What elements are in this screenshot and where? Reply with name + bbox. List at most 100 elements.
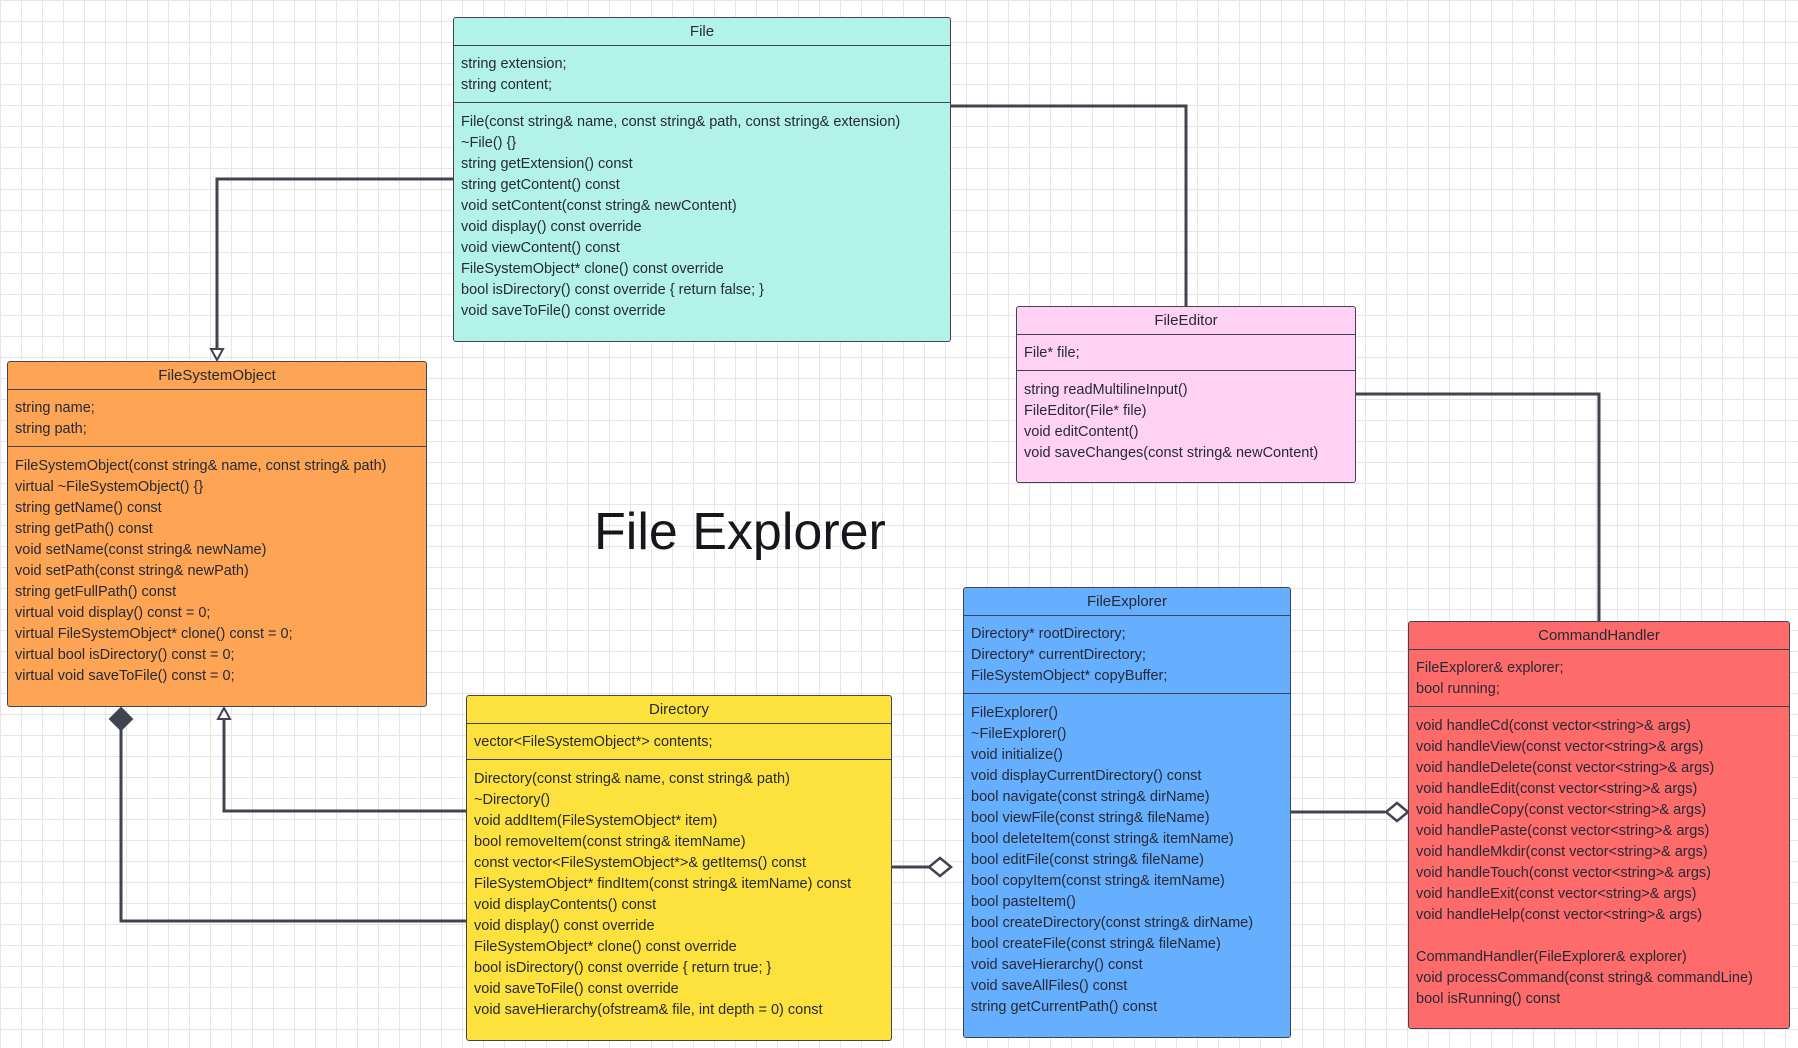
method: string getPath() const xyxy=(15,521,153,537)
hollow-arrowhead xyxy=(209,348,225,363)
method: bool createDirectory(const string& dirNa… xyxy=(971,915,1254,931)
method: void saveToFile() const override xyxy=(474,981,679,997)
class-fileeditor[interactable]: FileEditor File* file; string readMultil… xyxy=(1016,306,1356,483)
class-fileexplorer[interactable]: FileExplorer Directory* rootDirectory; D… xyxy=(963,587,1291,1038)
attribute: string name; xyxy=(15,400,95,416)
method: void handleView(const vector<string>& ar… xyxy=(1416,739,1704,755)
method: void display() const override xyxy=(461,219,642,235)
class-commandhandler[interactable]: CommandHandler FileExplorer& explorer; b… xyxy=(1408,621,1790,1029)
class-filesystemobject[interactable]: FileSystemObject string name; string pat… xyxy=(7,361,427,707)
edge-commandhandler-fileeditor-association xyxy=(1355,392,1601,621)
edge-directory-filesystemobject-composition xyxy=(119,729,466,923)
method: void setPath(const string& newPath) xyxy=(15,563,249,579)
edge-directory-filesystemobject-inheritance xyxy=(222,717,466,813)
method: FileSystemObject* clone() const override xyxy=(461,261,724,277)
class-file[interactable]: File string extension; string content; F… xyxy=(453,17,951,342)
method: bool pasteItem() xyxy=(971,894,1076,910)
class-name: File xyxy=(454,18,950,46)
attribute: string extension; xyxy=(461,56,567,72)
edge-file-filesystemobject-inheritance xyxy=(215,177,453,352)
class-name: Directory xyxy=(467,696,891,724)
method: void addItem(FileSystemObject* item) xyxy=(474,813,718,829)
method: FileEditor(File* file) xyxy=(1024,403,1147,419)
attribute: FileSystemObject* copyBuffer; xyxy=(971,668,1168,684)
method: void handleEdit(const vector<string>& ar… xyxy=(1416,781,1698,797)
method: void displayCurrentDirectory() const xyxy=(971,768,1202,784)
method: CommandHandler(FileExplorer& explorer) xyxy=(1416,949,1687,965)
method: void setName(const string& newName) xyxy=(15,542,267,558)
method: virtual void display() const = 0; xyxy=(15,605,211,621)
method: virtual FileSystemObject* clone() const … xyxy=(15,626,293,642)
method: void saveAllFiles() const xyxy=(971,978,1128,994)
class-name: CommandHandler xyxy=(1409,622,1789,650)
method: void handleCopy(const vector<string>& ar… xyxy=(1416,802,1707,818)
methods-section: string readMultilineInput() FileEditor(F… xyxy=(1017,370,1355,470)
method: string getCurrentPath() const xyxy=(971,999,1158,1015)
methods-section: void handleCd(const vector<string>& args… xyxy=(1409,706,1789,1016)
method: string getContent() const xyxy=(461,177,620,193)
method: void processCommand(const string& comman… xyxy=(1416,970,1753,986)
method: void displayContents() const xyxy=(474,897,657,913)
attribute: string path; xyxy=(15,421,87,437)
method: void handleTouch(const vector<string>& a… xyxy=(1416,865,1711,881)
method: void saveToFile() const override xyxy=(461,303,666,319)
method: bool viewFile(const string& fileName) xyxy=(971,810,1210,826)
method: void handleCd(const vector<string>& args… xyxy=(1416,718,1691,734)
method: ~FileExplorer() xyxy=(971,726,1067,742)
methods-section: FileExplorer() ~FileExplorer() void init… xyxy=(964,693,1290,1024)
method: void initialize() xyxy=(971,747,1063,763)
method: void saveHierarchy() const xyxy=(971,957,1143,973)
attributes-section: FileExplorer& explorer; bool running; xyxy=(1409,650,1789,706)
method: const vector<FileSystemObject*>& getItem… xyxy=(474,855,807,871)
method: virtual ~FileSystemObject() {} xyxy=(15,479,204,495)
attribute: bool running; xyxy=(1416,681,1500,697)
class-name: FileSystemObject xyxy=(8,362,426,390)
method: bool isDirectory() const override { retu… xyxy=(461,282,765,298)
method: ~File() {} xyxy=(461,135,517,151)
method: void handleMkdir(const vector<string>& a… xyxy=(1416,844,1708,860)
method: bool navigate(const string& dirName) xyxy=(971,789,1210,805)
methods-section: File(const string& name, const string& p… xyxy=(454,102,950,328)
attributes-section: string extension; string content; xyxy=(454,46,950,102)
attribute: File* file; xyxy=(1024,345,1080,361)
attributes-section: string name; string path; xyxy=(8,390,426,446)
method: virtual void saveToFile() const = 0; xyxy=(15,668,235,684)
hollow-arrowhead xyxy=(216,705,232,720)
method: bool createFile(const string& fileName) xyxy=(971,936,1221,952)
filled-diamond xyxy=(108,706,134,732)
method: FileSystemObject(const string& name, con… xyxy=(15,458,387,474)
method: ~Directory() xyxy=(474,792,551,808)
method: string getExtension() const xyxy=(461,156,633,172)
method: string readMultilineInput() xyxy=(1024,382,1188,398)
class-name: FileExplorer xyxy=(964,588,1290,616)
attributes-section: vector<FileSystemObject*> contents; xyxy=(467,724,891,759)
method: Directory(const string& name, const stri… xyxy=(474,771,790,787)
edge-fileeditor-file-association xyxy=(950,104,1188,306)
method: void setContent(const string& newContent… xyxy=(461,198,737,214)
attributes-section: Directory* rootDirectory; Directory* cur… xyxy=(964,616,1290,693)
method: FileExplorer() xyxy=(971,705,1059,721)
method: bool isRunning() const xyxy=(1416,991,1561,1007)
method xyxy=(1416,926,1782,947)
hollow-diamond xyxy=(1384,801,1410,823)
method: bool isDirectory() const override { retu… xyxy=(474,960,772,976)
method: bool copyItem(const string& itemName) xyxy=(971,873,1225,889)
method: void saveHierarchy(ofstream& file, int d… xyxy=(474,1002,823,1018)
method: void handleExit(const vector<string>& ar… xyxy=(1416,886,1697,902)
method: string getName() const xyxy=(15,500,162,516)
method: bool editFile(const string& fileName) xyxy=(971,852,1204,868)
method: bool deleteItem(const string& itemName) xyxy=(971,831,1234,847)
method: void handleDelete(const vector<string>& … xyxy=(1416,760,1715,776)
attribute: FileExplorer& explorer; xyxy=(1416,660,1564,676)
method: void handleHelp(const vector<string>& ar… xyxy=(1416,907,1703,923)
method: void saveChanges(const string& newConten… xyxy=(1024,445,1319,461)
method: bool removeItem(const string& itemName) xyxy=(474,834,746,850)
class-directory[interactable]: Directory vector<FileSystemObject*> cont… xyxy=(466,695,892,1041)
method: File(const string& name, const string& p… xyxy=(461,114,901,130)
diagram-title: File Explorer xyxy=(594,503,886,561)
method: FileSystemObject* clone() const override xyxy=(474,939,737,955)
attribute: string content; xyxy=(461,77,553,93)
method: virtual bool isDirectory() const = 0; xyxy=(15,647,235,663)
